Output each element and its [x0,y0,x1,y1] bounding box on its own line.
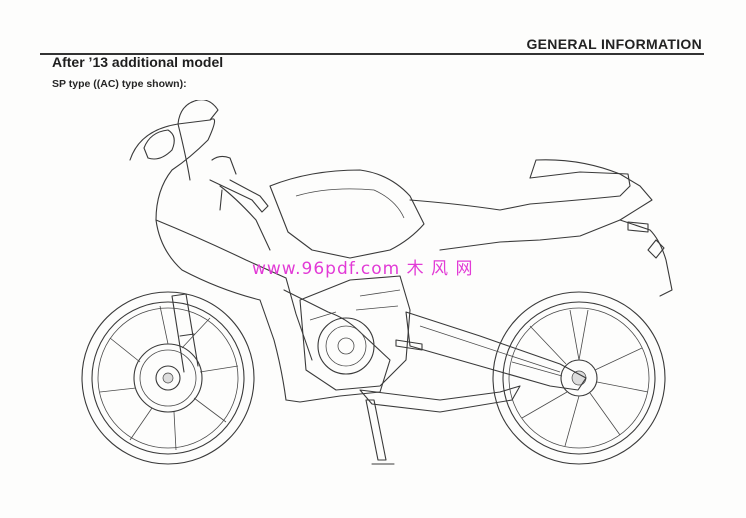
seat [409,171,631,211]
page-subtitle: SP type ((AC) type shown): [52,78,187,90]
fuel-tank [269,169,425,259]
mirror [143,129,175,160]
tail-section [439,159,653,251]
front-fork [171,293,199,373]
front-wheel [81,291,255,465]
header-rule [40,53,704,55]
engine [299,275,411,391]
footrest [395,339,423,351]
rear-wheel [492,291,666,465]
rear-indicator [627,221,649,233]
front-fairing [129,118,391,403]
watermark-text: www.96pdf.com 木 风 网 [252,259,474,279]
exhaust [359,385,521,413]
windscreen [177,100,219,125]
handlebar [209,155,269,213]
section-header: GENERAL INFORMATION [526,36,702,52]
page-title: After ’13 additional model [52,54,224,70]
swingarm [405,311,587,391]
motorcycle-illustration [81,100,673,465]
side-stand [365,399,395,465]
